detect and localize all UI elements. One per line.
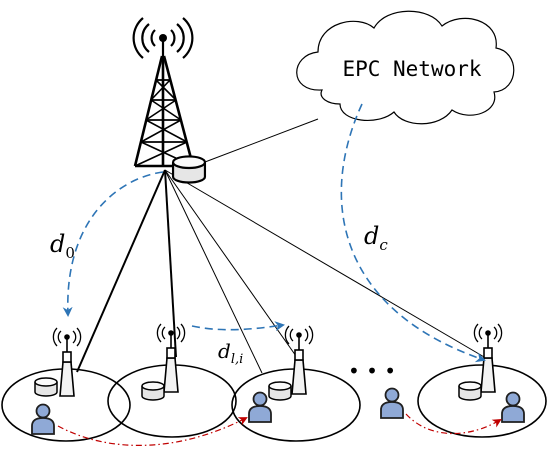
router-icon <box>171 155 207 184</box>
user-icon <box>31 403 55 435</box>
antenna-icon <box>156 323 186 393</box>
coverage-ellipse-4 <box>417 364 547 438</box>
router-icon <box>268 381 292 401</box>
tower-icon <box>133 40 195 168</box>
router-icon <box>458 381 482 401</box>
radio-waves <box>132 17 194 59</box>
dc-label: dc <box>364 222 388 254</box>
small-cell-4 <box>458 323 503 401</box>
router-icon <box>34 377 58 397</box>
cloud-label: EPC Network <box>342 57 481 81</box>
small-cell-2 <box>141 323 186 401</box>
dli-arrow <box>191 321 285 332</box>
cloud-icon <box>296 10 515 125</box>
macro-tower <box>132 17 207 184</box>
user-links <box>57 413 502 446</box>
distance-arrows <box>62 103 486 363</box>
user-icon <box>380 387 404 419</box>
epc-cloud: EPC Network <box>296 10 515 125</box>
antenna-icon <box>473 323 503 393</box>
core-link <box>204 118 319 163</box>
coverage-areas <box>1 364 547 442</box>
d0-label: d0 <box>50 230 75 262</box>
d0-arrow <box>62 171 164 317</box>
user-icon <box>501 391 525 423</box>
dc-arrow <box>340 103 486 363</box>
small-cell-3 <box>268 325 314 401</box>
dli-label: dl,i <box>218 339 243 367</box>
small-cell-1 <box>34 327 82 397</box>
ellipsis: • • • <box>348 359 396 383</box>
router-icon <box>141 381 165 401</box>
user-icon <box>248 391 272 423</box>
backhaul-links <box>76 118 492 374</box>
